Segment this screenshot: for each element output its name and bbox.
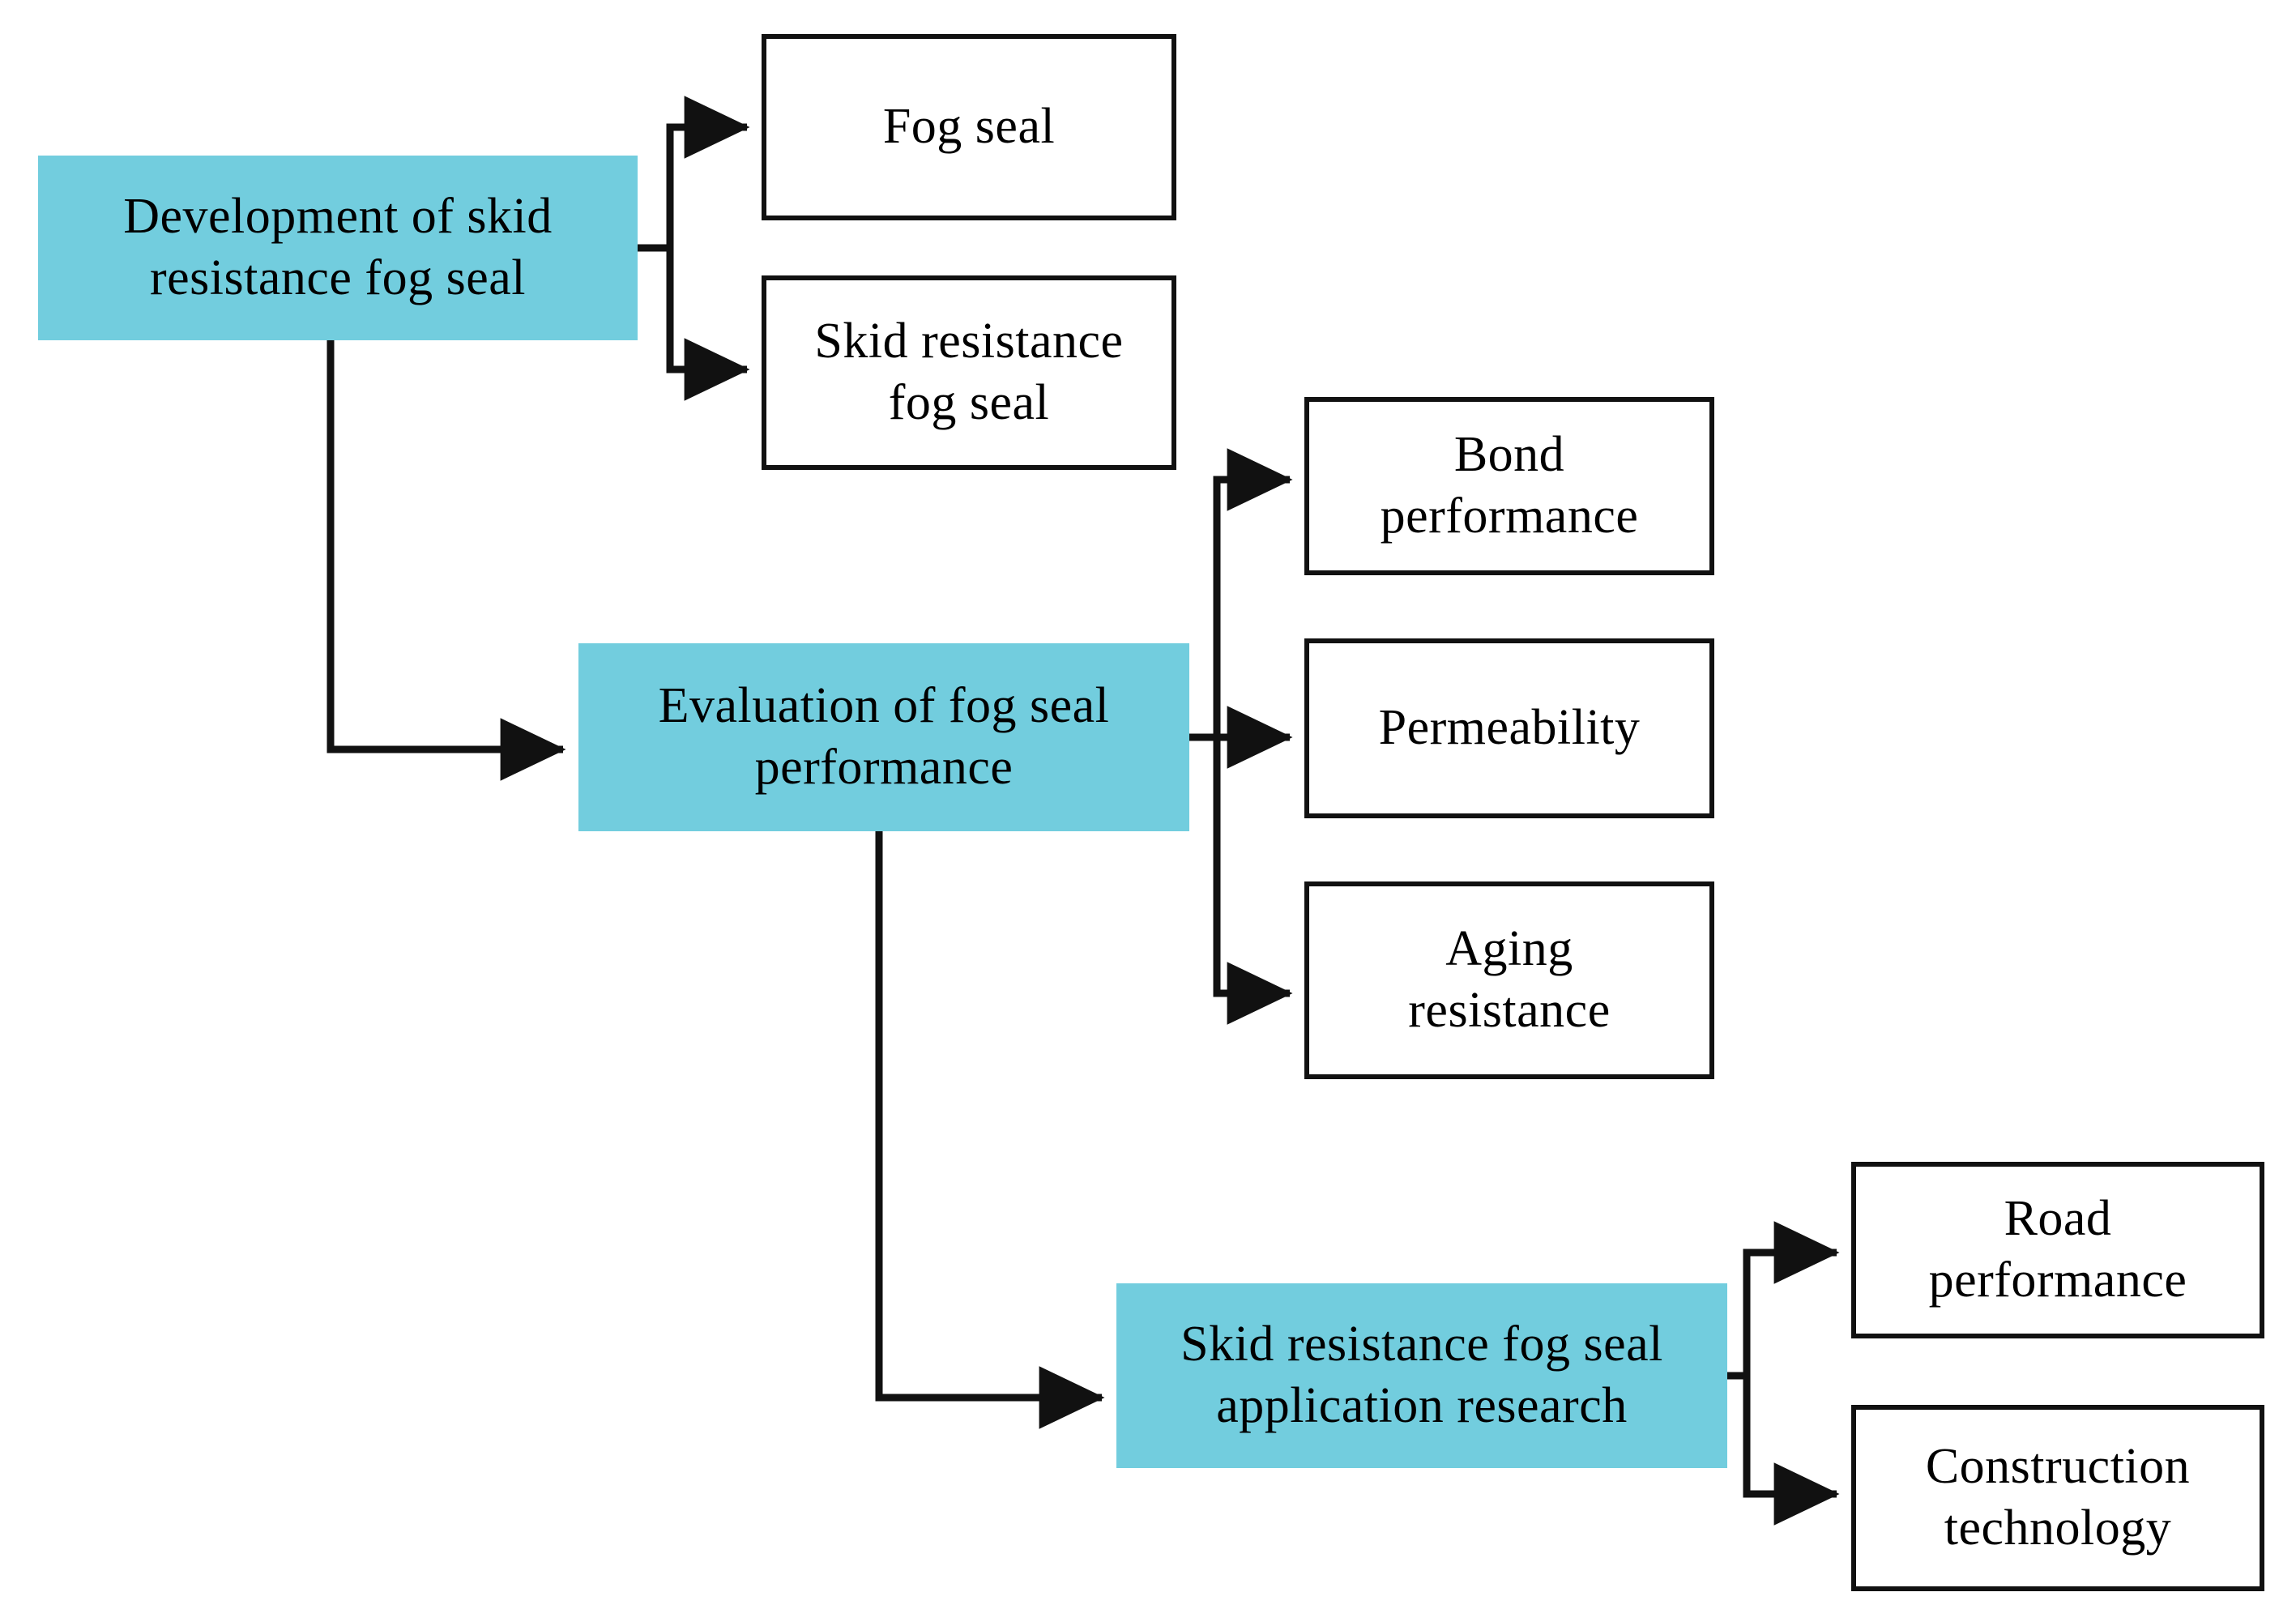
- node-aging-resistance[interactable]: Aging resistance: [1304, 881, 1714, 1079]
- node-application-research[interactable]: Skid resistance fog seal application res…: [1116, 1283, 1727, 1468]
- node-development[interactable]: Development of skid resistance fog seal: [38, 156, 638, 340]
- connector-application-research-to-road-performance: [1727, 1221, 1840, 1380]
- node-label-permeability: Permeability: [1378, 700, 1641, 756]
- node-permeability[interactable]: Permeability: [1304, 638, 1714, 818]
- node-evaluation[interactable]: Evaluation of fog seal performance: [578, 643, 1189, 831]
- node-construction-technology[interactable]: Construction technology: [1851, 1405, 2264, 1591]
- node-label-application-research: Skid resistance fog seal application res…: [1180, 1317, 1663, 1433]
- node-road-performance[interactable]: Road performance: [1851, 1162, 2264, 1338]
- connector-development-to-fog-seal: [638, 96, 750, 252]
- node-label-evaluation: Evaluation of fog seal performance: [658, 678, 1110, 795]
- node-skid-resistance-fog-seal[interactable]: Skid resistance fog seal: [762, 275, 1176, 470]
- node-label-bond-performance: Bond performance: [1380, 427, 1639, 544]
- connector-development-to-evaluation: [326, 340, 566, 781]
- connector-application-research-to-construction-technology: [1727, 1372, 1840, 1526]
- node-label-construction-technology: Construction technology: [1925, 1439, 2191, 1556]
- node-fog-seal[interactable]: Fog seal: [762, 34, 1176, 220]
- connector-development-to-skid-resistance-fog-seal: [638, 244, 750, 401]
- node-label-development: Development of skid resistance fog seal: [123, 189, 553, 305]
- node-label-road-performance: Road performance: [1928, 1191, 2187, 1308]
- connector-evaluation-to-aging-resistance: [1189, 733, 1293, 1025]
- node-label-skid-resistance-fog-seal: Skid resistance fog seal: [814, 314, 1124, 430]
- node-bond-performance[interactable]: Bond performance: [1304, 397, 1714, 575]
- connector-evaluation-to-application-research: [875, 831, 1105, 1429]
- node-label-aging-resistance: Aging resistance: [1408, 921, 1611, 1038]
- node-label-fog-seal: Fog seal: [882, 99, 1056, 155]
- connector-evaluation-to-bond-performance: [1189, 448, 1293, 741]
